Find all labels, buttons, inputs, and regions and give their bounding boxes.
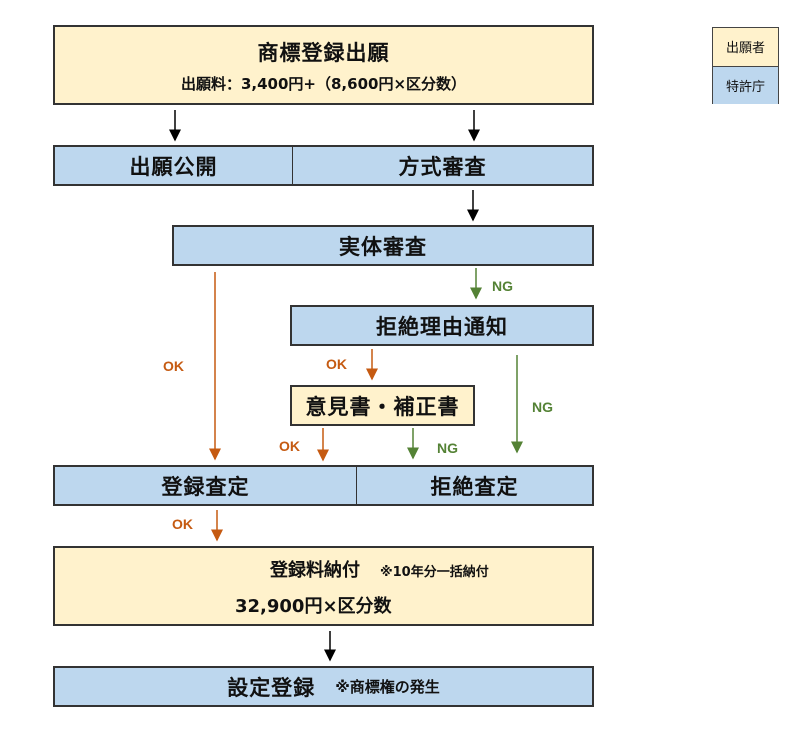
row-publication-formality: 出願公開 方式審査 bbox=[53, 145, 594, 186]
legend: 出願者 特許庁 bbox=[712, 27, 779, 104]
response-box: 意見書・補正書 bbox=[290, 385, 475, 426]
label-ok-decision: OK bbox=[172, 516, 193, 532]
label-ng-response: NG bbox=[437, 440, 458, 456]
label-ok-notice: OK bbox=[326, 356, 347, 372]
registration-note: ※商標権の発生 bbox=[335, 678, 440, 696]
legend-jpo: 特許庁 bbox=[713, 66, 778, 104]
formality-exam-box: 方式審査 bbox=[398, 154, 487, 179]
registration-fee-box: 登録料納付 ※10年分一括納付 32,900円×区分数 bbox=[53, 546, 594, 626]
label-ng-notice: NG bbox=[532, 399, 553, 415]
substantive-exam-box: 実体審査 bbox=[172, 225, 594, 266]
registration-fee-amount: 32,900円×区分数 bbox=[235, 596, 392, 617]
registration-decision-box: 登録査定 bbox=[55, 467, 357, 504]
label-ng-substantive: NG bbox=[492, 278, 513, 294]
registration-title: 設定登録 bbox=[227, 675, 316, 700]
rejection-notice-box: 拒絶理由通知 bbox=[290, 305, 594, 346]
legend-applicant: 出願者 bbox=[713, 28, 778, 67]
registration-fee-note: ※10年分一括納付 bbox=[380, 565, 489, 580]
application-title: 商標登録出願 bbox=[257, 40, 390, 65]
label-ok-substantive: OK bbox=[163, 358, 184, 374]
label-ok-response: OK bbox=[279, 438, 300, 454]
row-decisions: 登録査定 拒絶査定 bbox=[53, 465, 594, 506]
publication-box: 出願公開 bbox=[55, 147, 293, 184]
application-box: 商標登録出願 出願料：3,400円+（8,600円×区分数） bbox=[53, 25, 594, 105]
registration-box: 設定登録 ※商標権の発生 bbox=[53, 666, 594, 707]
application-fee: 出願料：3,400円+（8,600円×区分数） bbox=[180, 74, 467, 93]
registration-fee-title: 登録料納付 bbox=[270, 560, 360, 581]
rejection-decision-box: 拒絶査定 bbox=[430, 474, 519, 499]
